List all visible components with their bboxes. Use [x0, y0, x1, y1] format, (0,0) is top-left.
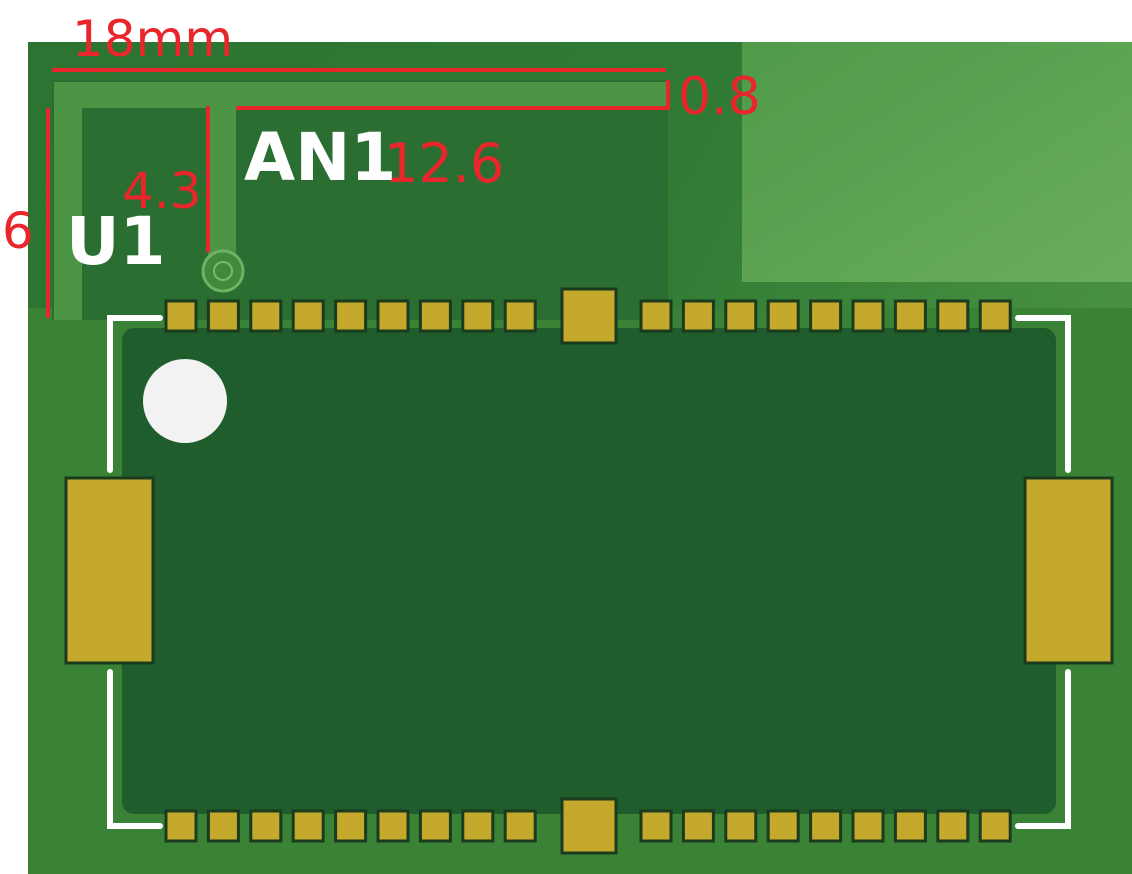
pad-top-left-5: [334, 299, 368, 333]
pad-bottom-left-8: [461, 809, 495, 843]
silk-antenna-ref: AN1: [244, 119, 396, 196]
pad-top-right-1: [639, 299, 673, 333]
center-pad-top: [560, 287, 618, 345]
pad-top-left-1: [164, 299, 198, 333]
pad-top-left-6: [376, 299, 410, 333]
pad-bottom-right-5: [809, 809, 843, 843]
pad-bottom-left-1: [164, 809, 198, 843]
pad-bottom-left-3: [249, 809, 283, 843]
pad-top-left-9: [503, 299, 537, 333]
pad-top-right-6: [851, 299, 885, 333]
pad-bottom-right-2: [681, 809, 715, 843]
mounting-hole: [143, 359, 227, 443]
pad-bottom-right-8: [936, 809, 970, 843]
pad-bottom-left-2: [206, 809, 240, 843]
pad-top-right-7: [893, 299, 927, 333]
antenna-feed-via: [201, 249, 245, 293]
pad-bottom-left-6: [376, 809, 410, 843]
dim-label-inner-height: 4.3: [122, 162, 202, 220]
pad-bottom-right-3: [724, 809, 758, 843]
pad-top-right-4: [766, 299, 800, 333]
dimension-lines: [46, 68, 670, 318]
pad-top-left-2: [206, 299, 240, 333]
pad-top-right-5: [809, 299, 843, 333]
pad-top-left-7: [418, 299, 452, 333]
pad-bottom-right-6: [851, 809, 885, 843]
board-light-region: [742, 42, 1132, 282]
antenna-trace: [54, 82, 666, 320]
pad-row-bottom: [164, 809, 1012, 843]
pad-top-left-3: [249, 299, 283, 333]
dim-label-height: 6: [2, 202, 34, 260]
antenna-feed-via-inner: [213, 261, 233, 281]
dim-label-width: 18mm: [72, 10, 233, 68]
antenna-keepout: [52, 80, 668, 320]
pad-bottom-left-9: [503, 809, 537, 843]
side-pad-left: [64, 476, 155, 665]
dim-label-trace-width: 0.8: [678, 67, 761, 127]
silk-module-ref: U1: [66, 203, 166, 280]
pad-bottom-right-9: [978, 809, 1012, 843]
pad-top-right-2: [681, 299, 715, 333]
module-body: [122, 328, 1056, 814]
pad-top-right-8: [936, 299, 970, 333]
pad-bottom-left-5: [334, 809, 368, 843]
center-pad-bottom: [560, 797, 618, 855]
pad-top-left-8: [461, 299, 495, 333]
pad-bottom-right-7: [893, 809, 927, 843]
pad-bottom-right-1: [639, 809, 673, 843]
side-pad-right: [1023, 476, 1114, 665]
pad-bottom-left-4: [291, 809, 325, 843]
pad-top-left-4: [291, 299, 325, 333]
pad-row-top: [164, 299, 1012, 333]
pad-top-right-9: [978, 299, 1012, 333]
pad-bottom-left-7: [418, 809, 452, 843]
pad-bottom-right-4: [766, 809, 800, 843]
pad-top-right-3: [724, 299, 758, 333]
dim-label-length: 12.6: [384, 132, 504, 195]
module-silk-outline: [107, 315, 1071, 829]
